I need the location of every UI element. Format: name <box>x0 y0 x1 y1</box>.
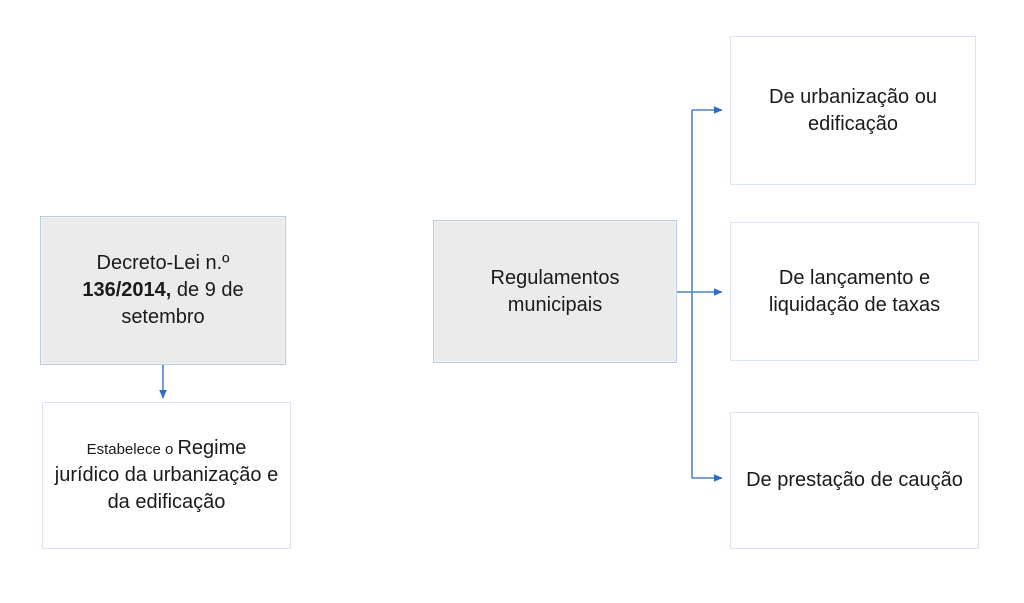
node-regulamentos-municipais-label: Regulamentos municipais <box>490 266 620 316</box>
node-de-urbanizacao-ou-edificacao-label: De urbanização ou edificação <box>769 85 937 135</box>
node-de-lancamento-e-liquidacao-de-taxas[interactable]: De lançamento e liquidação de taxas <box>730 222 979 361</box>
node-de-urbanizacao-ou-edificacao[interactable]: De urbanização ou edificação <box>730 36 976 185</box>
node-de-prestacao-de-caucao-label: De prestação de caução <box>746 469 963 492</box>
node-de-lancamento-e-liquidacao-de-taxas-label: De lançamento e liquidação de taxas <box>768 266 941 316</box>
node-regulamentos-municipais[interactable]: Regulamentos municipais <box>433 220 677 363</box>
node-de-prestacao-de-caucao[interactable]: De prestação de caução <box>730 412 979 549</box>
connector-regulamentos-trunk <box>677 110 723 478</box>
node-regime-juridico-label: Estabelece o Regime jurídico da urbaniza… <box>54 437 279 513</box>
node-regime-juridico[interactable]: Estabelece o Regime jurídico da urbaniza… <box>42 402 291 549</box>
